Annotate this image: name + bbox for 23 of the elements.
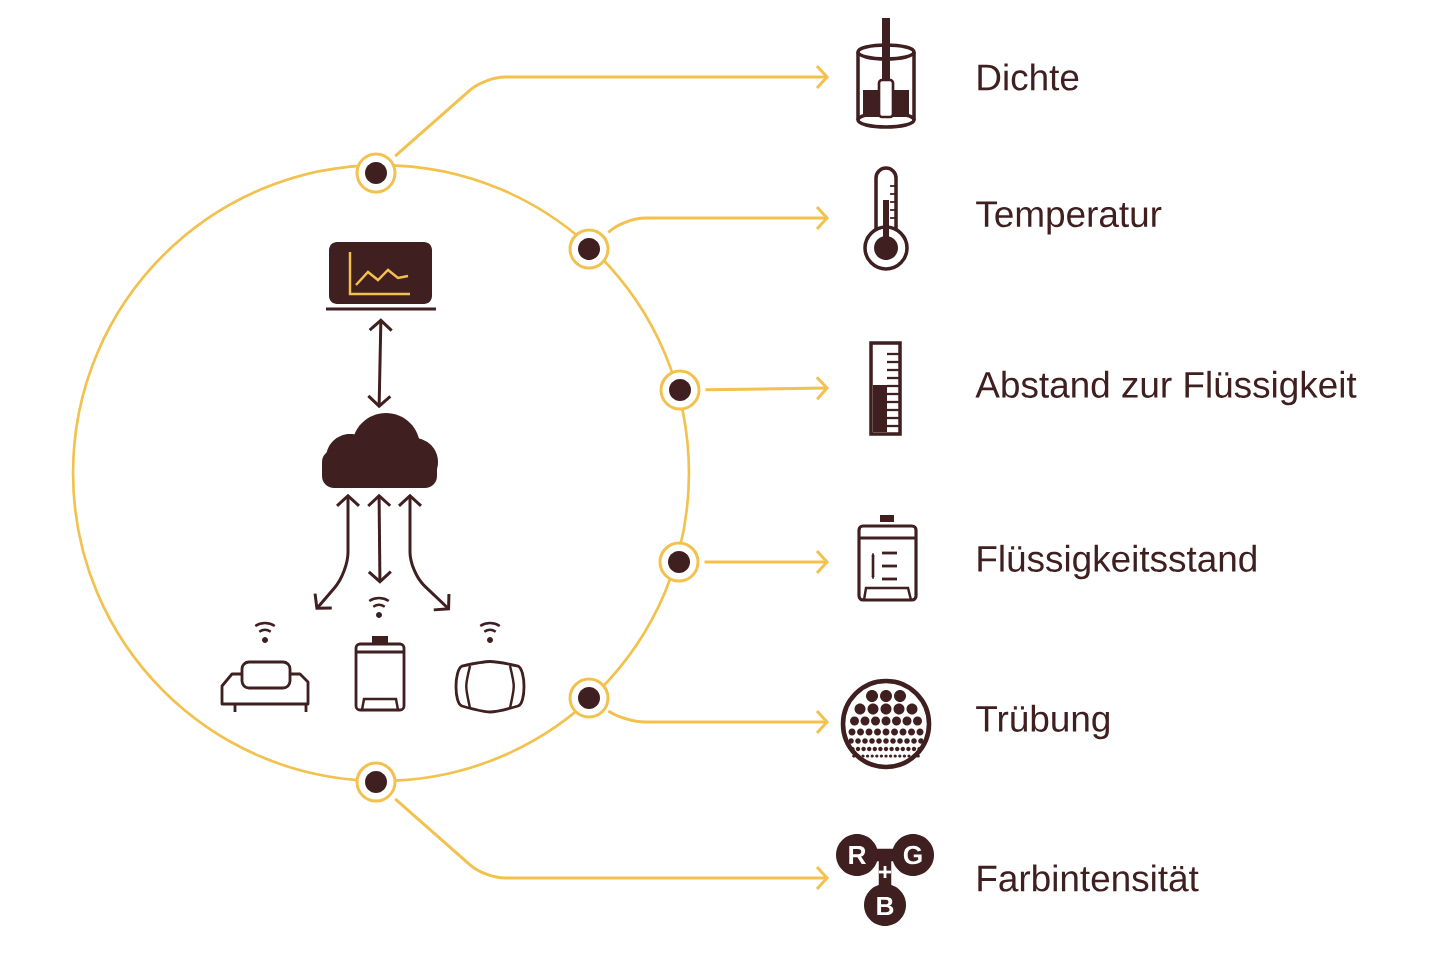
- measurement-label: Farbintensität: [978, 864, 1199, 892]
- cloud-icon: [322, 413, 438, 488]
- arrow: [394, 797, 830, 890]
- connector-dot: [658, 541, 700, 583]
- laptop-icon: [326, 242, 436, 311]
- arrow: [398, 493, 451, 612]
- measurement-label: Trübung: [976, 704, 1109, 740]
- arrow: [394, 65, 830, 158]
- measurement-label: Abstand zur Flüssigkeit: [975, 370, 1357, 406]
- arrow: [313, 493, 360, 610]
- arrow: [367, 318, 393, 409]
- arrow: [704, 550, 830, 574]
- measurement-label: Temperatur: [976, 201, 1162, 235]
- connector-dot: [355, 761, 397, 803]
- arrow: [606, 709, 830, 734]
- ring: [71, 163, 691, 783]
- measurement-label: Flüssigkeitsstand: [978, 544, 1256, 580]
- arrow: [607, 206, 830, 234]
- connector-dot: [355, 152, 397, 194]
- connector-dot: [659, 369, 701, 411]
- arrow: [367, 493, 392, 584]
- arrow: [705, 376, 830, 401]
- measurement-label: Dichte: [978, 63, 1079, 91]
